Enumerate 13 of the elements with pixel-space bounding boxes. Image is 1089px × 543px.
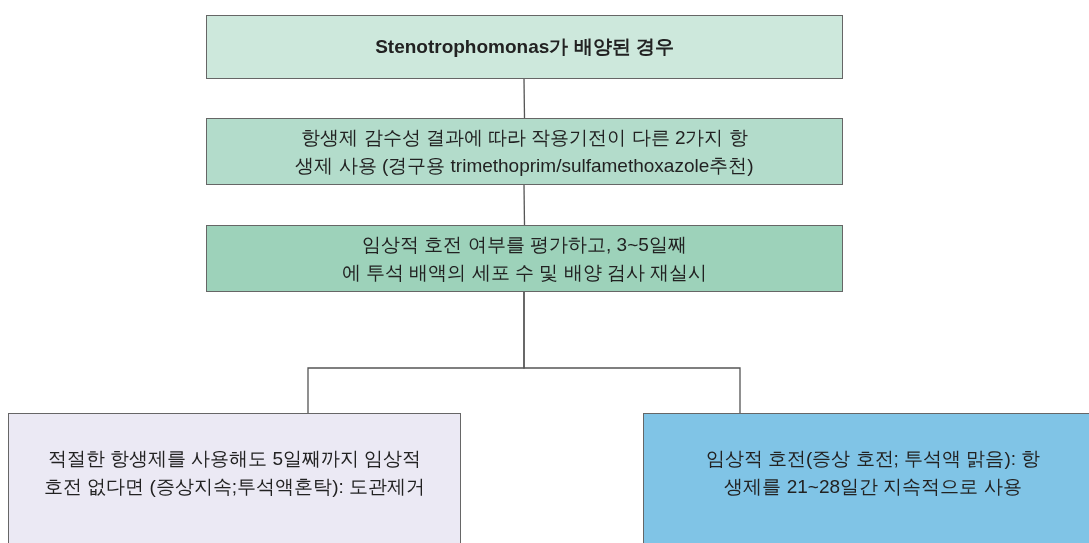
process-box: [206, 118, 843, 185]
connector-line: [523, 184, 526, 226]
outcome-box: [643, 413, 1089, 543]
box-text: Stenotrophomonas가 배양된 경우: [375, 35, 674, 59]
box-text: 항생제 감수성 결과에 따라 작용기전이 다른 2가지 항생제 사용 (경구용 trimethoprim/sulfamethoxazole추천): [294, 125, 755, 178]
process-box: [206, 225, 843, 292]
box-text: 적절한 항생제를 사용해도 5일째까지 임상적 호전 없다면 (증상지속;투석액혼탁): 도관제거: [42, 447, 427, 499]
title-box: [206, 15, 843, 79]
connector-line: [523, 291, 741, 414]
box-text: 임상적 호전(증상 호전; 투석액 맑음): 항생제를 21~28일간 지속적으로 사용: [704, 447, 1042, 499]
outcome-box: [8, 413, 461, 543]
connector-line: [523, 78, 526, 119]
box-text: 임상적 호전 여부를 평가하고, 3~5일째에 투석 배액의 세포 수 및 배양 검사 재실시: [340, 232, 709, 285]
